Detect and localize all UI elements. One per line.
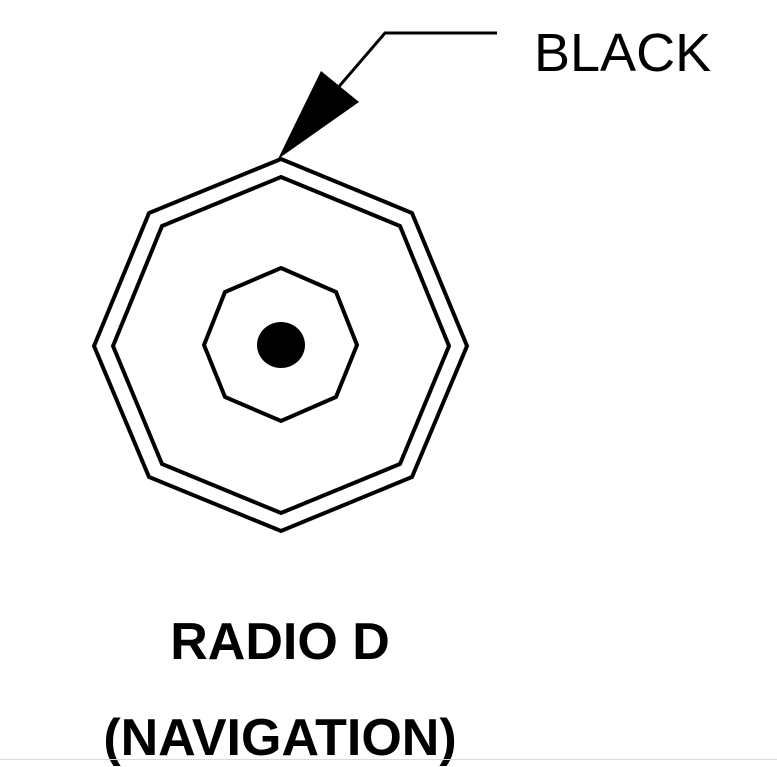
callout-arrowhead bbox=[278, 71, 359, 159]
bottom-divider bbox=[0, 759, 777, 760]
caption-title: RADIO D bbox=[170, 613, 390, 671]
callout-label: BLACK bbox=[534, 23, 712, 83]
connector-center-pin bbox=[257, 322, 305, 368]
caption-subtitle: (NAVIGATION) bbox=[103, 709, 457, 767]
callout-leader-line bbox=[328, 31, 497, 98]
connector-inner-octagon bbox=[110, 174, 452, 516]
connector-outer-octagon bbox=[91, 156, 470, 534]
connector-center-hexagon bbox=[201, 265, 360, 424]
